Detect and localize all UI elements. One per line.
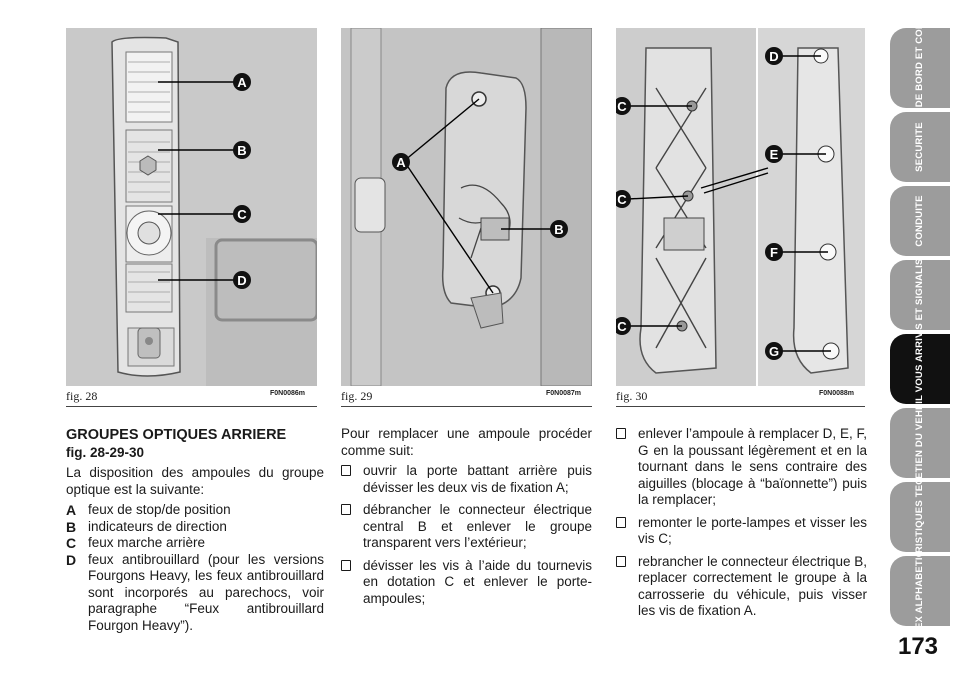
checkbox-bullet-icon bbox=[341, 465, 351, 476]
label-d-marker: D bbox=[233, 271, 251, 289]
figure-code: F0N0086m bbox=[270, 390, 306, 397]
intro-text: La disposition des ampoules du groupe op… bbox=[66, 465, 324, 497]
checkbox-bullet-icon bbox=[616, 428, 626, 439]
tab-index[interactable]: INDEX ALPHABETIQUE bbox=[890, 556, 950, 626]
label-d-marker: D bbox=[765, 47, 783, 65]
tab-securite[interactable]: SECURITE bbox=[890, 112, 950, 182]
label-f-marker: F bbox=[765, 243, 783, 261]
figure-code: F0N0088m bbox=[819, 390, 855, 397]
svg-text:C: C bbox=[617, 192, 627, 207]
checkbox-bullet-icon bbox=[616, 516, 626, 528]
figure-29-door-interior: A B bbox=[341, 28, 592, 386]
list-item: dévisser les vis à l’aide du tournevis e… bbox=[341, 558, 592, 608]
section-heading: GROUPES OPTIQUES ARRIERE bbox=[66, 427, 287, 443]
checkbox-bullet-icon bbox=[341, 559, 351, 571]
list-item: débrancher le connecteur électrique cent… bbox=[341, 502, 592, 552]
svg-text:B: B bbox=[237, 143, 246, 158]
figure-caption: fig. 28 bbox=[66, 389, 98, 403]
divider bbox=[66, 406, 317, 407]
text-column-3: enlever l’ampoule à remplacer D, E, F, G… bbox=[616, 426, 867, 626]
checkbox-bullet-icon bbox=[616, 555, 626, 567]
svg-text:C: C bbox=[617, 99, 627, 114]
tab-sil-vous-arrive[interactable]: S’IL VOUS ARRIVE bbox=[890, 334, 950, 404]
section-subheading: fig. 28-29-30 bbox=[66, 445, 145, 460]
tab-entretien[interactable]: ENTRETIEN DU VEHICULE bbox=[890, 408, 950, 478]
list-item: remonter le porte-lampes et visser les v… bbox=[616, 515, 867, 548]
list-item: enlever l’ampoule à remplacer D, E, F, G… bbox=[616, 426, 867, 509]
tab-temoins[interactable]: TEMOINS ET SIGNALISATIONS bbox=[890, 260, 950, 330]
label-c-marker: C bbox=[616, 317, 631, 335]
page-number: 173 bbox=[897, 633, 939, 660]
svg-text:F: F bbox=[770, 245, 778, 260]
label-a-marker: A bbox=[233, 73, 251, 91]
list-item: ouvrir la porte battant arrière puis dév… bbox=[341, 463, 592, 496]
list-item: rebrancher le connecteur électrique B, r… bbox=[616, 554, 867, 620]
svg-text:A: A bbox=[396, 155, 406, 170]
tab-conduite[interactable]: CONDUITE bbox=[890, 186, 950, 256]
label-b-marker: B bbox=[550, 220, 568, 238]
svg-text:B: B bbox=[554, 222, 563, 237]
figure-30-lamp-holder: C C C D E F G bbox=[616, 28, 865, 386]
svg-text:E: E bbox=[770, 147, 779, 162]
svg-text:D: D bbox=[237, 273, 246, 288]
figure-caption: fig. 30 bbox=[616, 389, 648, 403]
checkbox-bullet-icon bbox=[341, 504, 351, 515]
svg-text:C: C bbox=[237, 207, 247, 222]
label-g-marker: G bbox=[765, 342, 783, 360]
divider bbox=[341, 406, 592, 407]
text-column-1: GROUPES OPTIQUES ARRIERE fig. 28-29-30 L… bbox=[66, 426, 324, 634]
label-c-marker: C bbox=[616, 190, 631, 208]
label-c-marker: C bbox=[233, 205, 251, 223]
label-e-marker: E bbox=[765, 145, 783, 163]
tab-caracteristiques[interactable]: CARACTERISTIQUES TECHNIQUES bbox=[890, 482, 950, 552]
svg-text:D: D bbox=[769, 49, 778, 64]
divider bbox=[616, 406, 865, 407]
svg-text:G: G bbox=[769, 344, 779, 359]
label-b-marker: B bbox=[233, 141, 251, 159]
svg-text:A: A bbox=[237, 75, 247, 90]
svg-text:C: C bbox=[617, 319, 627, 334]
text-column-2: Pour remplacer une ampoule procéder comm… bbox=[341, 426, 592, 613]
figure-caption: fig. 29 bbox=[341, 389, 373, 403]
label-a-marker: A bbox=[392, 153, 410, 171]
figure-code: F0N0087m bbox=[546, 390, 582, 397]
tab-planche-de-bord[interactable]: PLANCHE DE BORD ET COMMANDES bbox=[890, 28, 950, 108]
label-c-marker: C bbox=[616, 97, 631, 115]
intro-text: Pour remplacer une ampoule procéder comm… bbox=[341, 426, 592, 458]
figure-28-tail-light: A B C D bbox=[66, 28, 317, 386]
